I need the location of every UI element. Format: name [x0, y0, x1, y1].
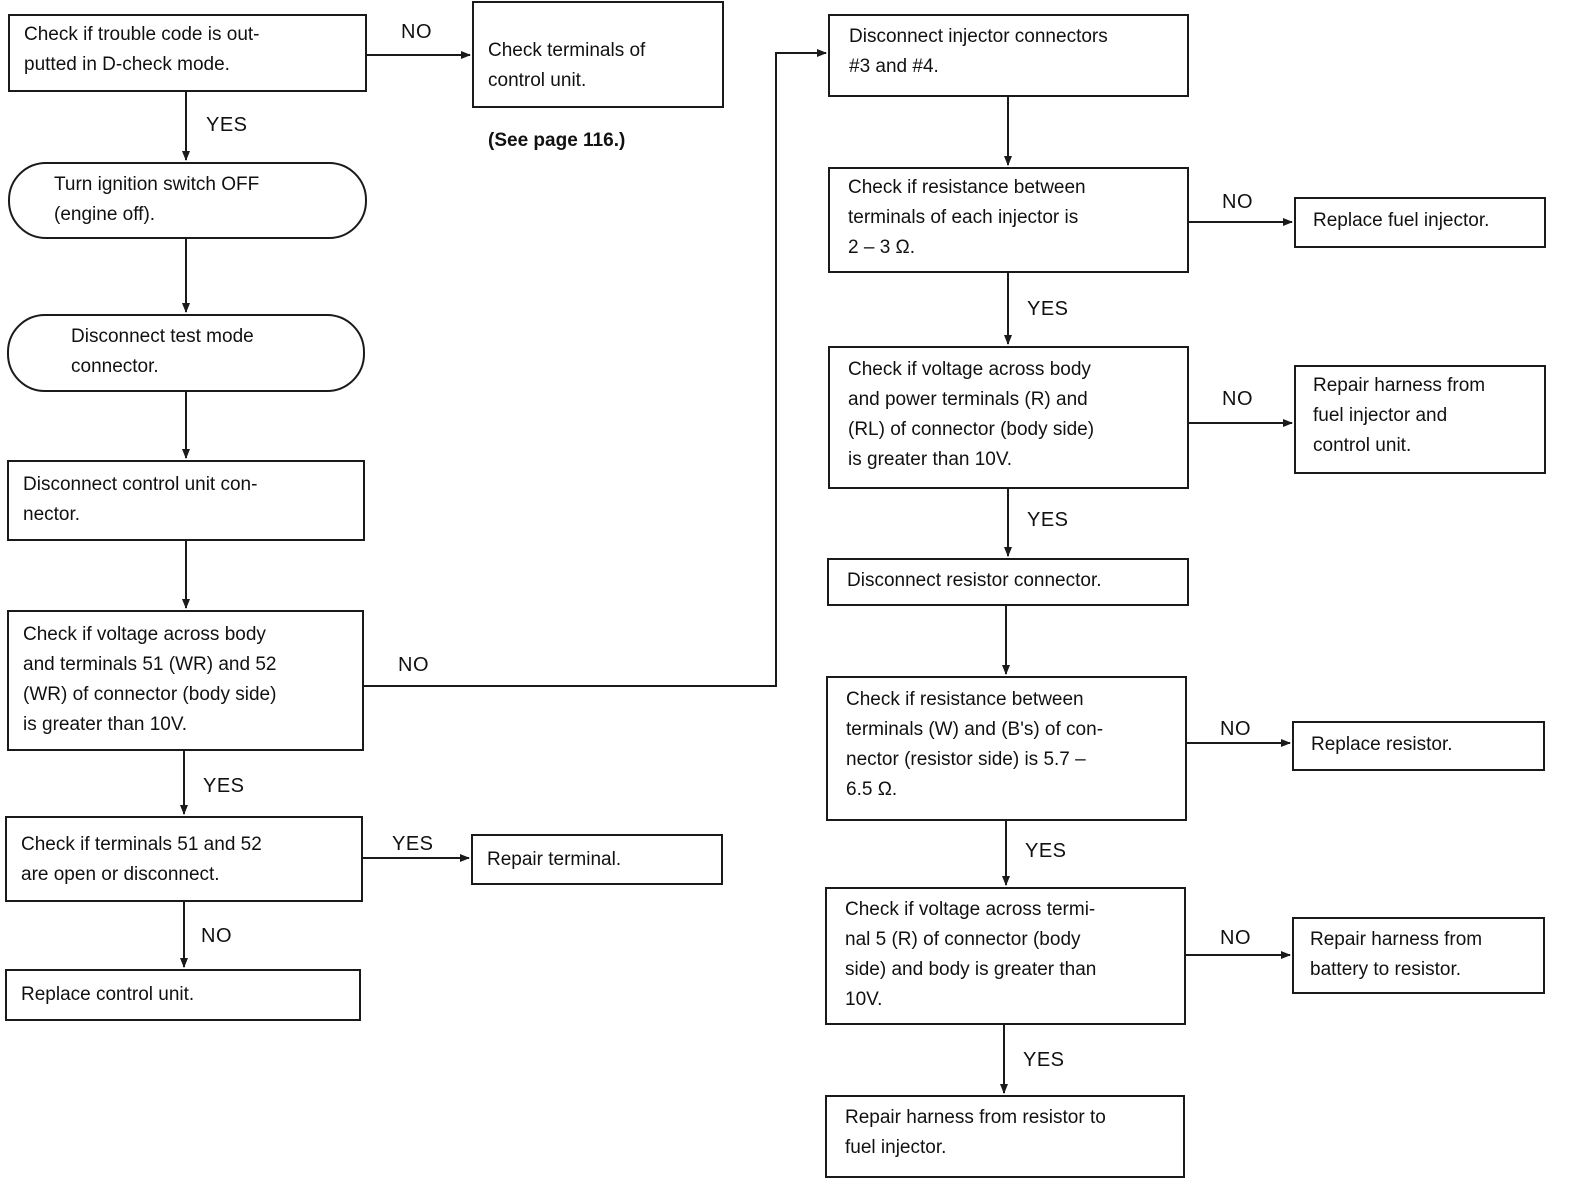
step-check-voltage-power-terminals: Check if voltage across body and power t…	[828, 346, 1189, 489]
label-yes-2: YES	[203, 775, 245, 797]
label-yes-1: YES	[206, 114, 248, 136]
step-check-resistor-resistance: Check if resistance between terminals (W…	[826, 676, 1187, 821]
step-disconnect-resistor-connector: Disconnect resistor connector.	[827, 558, 1189, 606]
step-repair-harness-resistor-injector: Repair harness from resistor to fuel inj…	[825, 1095, 1185, 1178]
step-disconnect-test-mode: Disconnect test mode connector.	[7, 314, 365, 392]
label-no-5: NO	[1222, 388, 1253, 410]
step-check-voltage-terminal-5: Check if voltage across termi- nal 5 (R)…	[825, 887, 1186, 1025]
label-yes-5: YES	[1027, 509, 1069, 531]
step-check-control-unit-terminals: Check terminals of control unit. (See pa…	[472, 1, 724, 151]
step-disconnect-control-unit: Disconnect control unit con- nector.	[7, 460, 365, 541]
step-replace-fuel-injector: Replace fuel injector.	[1294, 197, 1546, 248]
step-replace-resistor: Replace resistor.	[1292, 721, 1545, 771]
check-terminals-text: Check terminals of control unit.	[488, 40, 646, 91]
step-repair-terminal: Repair terminal.	[471, 834, 723, 885]
step-check-injector-resistance: Check if resistance between terminals of…	[828, 167, 1189, 273]
step-replace-control-unit: Replace control unit.	[5, 969, 361, 1021]
label-yes-7: YES	[1023, 1049, 1065, 1071]
label-no-3: NO	[201, 925, 232, 947]
label-yes-6: YES	[1025, 840, 1067, 862]
arrow-n6-n10	[362, 49, 827, 687]
step-turn-ignition-off: Turn ignition switch OFF (engine off).	[8, 162, 367, 239]
step-repair-harness-battery-resistor: Repair harness from battery to resistor.	[1292, 917, 1545, 994]
label-no-2: NO	[398, 654, 429, 676]
label-no-1: NO	[401, 21, 432, 43]
step-disconnect-injector-connectors: Disconnect injector connectors #3 and #4…	[828, 14, 1189, 97]
label-yes-3: YES	[392, 833, 434, 855]
step-repair-harness-injector-control: Repair harness from fuel injector and co…	[1294, 365, 1546, 474]
step-check-trouble-code: Check if trouble code is out- putted in …	[8, 14, 367, 92]
step-check-voltage-terminals-51-52: Check if voltage across body and termina…	[7, 610, 364, 751]
label-no-4: NO	[1222, 191, 1253, 213]
label-no-6: NO	[1220, 718, 1251, 740]
label-no-7: NO	[1220, 927, 1251, 949]
page-reference: (See page 116.)	[488, 130, 626, 151]
step-check-terminals-open: Check if terminals 51 and 52 are open or…	[5, 816, 363, 902]
label-yes-4: YES	[1027, 298, 1069, 320]
